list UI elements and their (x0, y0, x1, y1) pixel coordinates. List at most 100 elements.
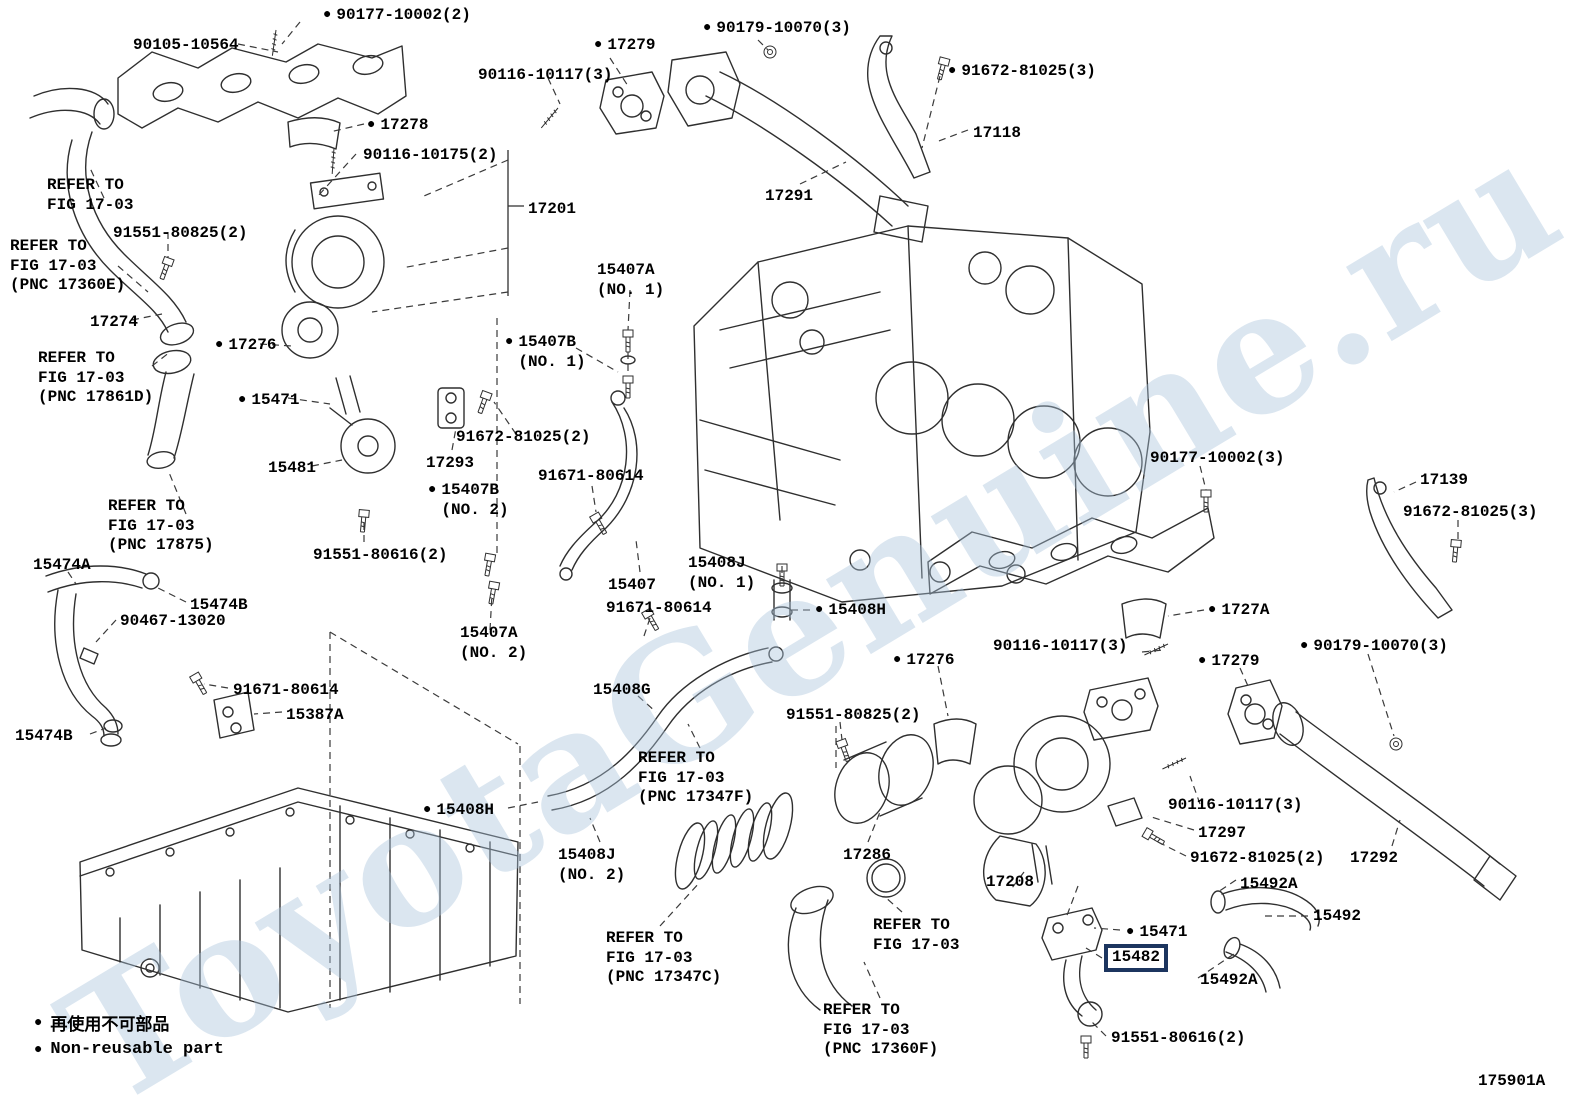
legend-text-cjk: 再使用不可部品 (50, 1017, 170, 1036)
part-label[interactable]: 90105-10564 (133, 36, 239, 56)
non-reusable-dot-icon: ● (1126, 924, 1135, 940)
part-label-text: 91672-81025(3) (1403, 503, 1538, 521)
part-label-text: 90177-10002(2) (336, 6, 471, 24)
part-label-text: 15408H (436, 801, 495, 819)
legend-text-en: Non-reusable part (50, 1040, 224, 1059)
part-label[interactable]: 91672-81025(2) (1190, 849, 1324, 869)
part-label[interactable]: 15408J(NO. 2) (558, 846, 625, 885)
part-label[interactable]: 17208 (986, 873, 1034, 893)
part-label[interactable]: 15407 (608, 576, 656, 596)
part-label[interactable]: 91551-80616(2) (313, 546, 447, 566)
part-label[interactable]: 15387A (286, 706, 344, 726)
part-label[interactable]: ●17279 (1198, 652, 1259, 672)
part-label[interactable]: 91672-81025(2) (456, 428, 590, 448)
part-label-text: 15482 (1112, 948, 1161, 966)
part-label[interactable]: 90467-13020 (120, 612, 226, 632)
part-label[interactable]: 90116-10117(3) (478, 66, 612, 86)
part-label-text: 91551-80825(2) (786, 706, 921, 724)
non-reusable-dot-icon: ● (34, 1041, 43, 1058)
part-label[interactable]: 90116-10175(2) (363, 146, 497, 166)
part-label[interactable]: ●15408H (815, 601, 886, 621)
part-label[interactable]: ●15408H (423, 801, 494, 821)
part-label[interactable]: 90116-10117(3) (1168, 796, 1302, 816)
part-label[interactable]: ●15407B(NO. 2) (428, 481, 509, 520)
part-label[interactable]: 17293 (426, 454, 474, 474)
part-label-text: 17276 (228, 336, 277, 354)
part-label[interactable]: 17291 (765, 187, 813, 207)
part-label-text: 17291 (765, 187, 814, 205)
part-label[interactable]: ●15471 (1126, 923, 1187, 943)
part-label[interactable]: ●15407B(NO. 1) (505, 333, 586, 372)
part-label[interactable]: 15408J(NO. 1) (688, 554, 755, 593)
part-label[interactable]: 17297 (1198, 824, 1246, 844)
part-label-text: 17118 (973, 124, 1022, 142)
part-label[interactable]: 15407A(NO. 1) (597, 261, 664, 300)
part-label[interactable]: 91671-80614 (233, 681, 339, 701)
non-reusable-dot-icon: ● (948, 63, 957, 79)
part-label[interactable]: 91551-80825(2) (786, 706, 920, 726)
part-label[interactable]: ●90179-10070(3) (703, 19, 851, 39)
part-label[interactable]: 17292 (1350, 849, 1398, 869)
part-label[interactable]: 15474B (190, 596, 248, 616)
part-label-text: 17276 (906, 651, 955, 669)
part-label[interactable]: 15492A (1240, 875, 1298, 895)
part-label[interactable]: ●17278 (367, 116, 428, 136)
part-label[interactable]: 91671-80614 (606, 599, 712, 619)
part-label-text: 91672-81025(3) (961, 62, 1096, 80)
part-label[interactable]: 17286 (843, 846, 891, 866)
part-label[interactable]: ●17276 (215, 336, 276, 356)
part-label[interactable]: 15492 (1313, 907, 1361, 927)
part-label[interactable]: ●15471 (238, 391, 299, 411)
part-label[interactable]: 90177-10002(3) (1150, 449, 1284, 469)
part-label-text: 1727A (1221, 601, 1270, 619)
part-label-text: 17139 (1420, 471, 1469, 489)
legend: ● 再使用不可部品 ● Non-reusable part (34, 1010, 224, 1063)
part-label-text: 17279 (1211, 652, 1260, 670)
part-label[interactable]: ●1727A (1208, 601, 1269, 621)
part-label[interactable]: 91671-80614 (538, 467, 644, 487)
part-label-text: 90116-10117(3) (478, 66, 613, 84)
part-label[interactable]: 15481 (268, 459, 316, 479)
part-label-text: 91551-80616(2) (313, 546, 448, 564)
part-label[interactable]: 17118 (973, 124, 1021, 144)
part-label[interactable]: 17201 (528, 200, 576, 220)
part-label[interactable]: 15492A (1200, 971, 1258, 991)
part-label[interactable]: 17274 (90, 313, 138, 333)
part-label[interactable]: 90116-10117(3) (993, 637, 1127, 657)
non-reusable-dot-icon: ● (423, 802, 432, 818)
part-label[interactable]: 15474B (15, 727, 73, 747)
part-label-text: 91671-80614 (606, 599, 712, 617)
part-label[interactable]: 15482 (1104, 944, 1169, 972)
part-label[interactable]: ●17276 (893, 651, 954, 671)
part-label-text: 15407B(NO. 1) (518, 333, 586, 371)
part-label[interactable]: 91551-80825(2) (113, 224, 247, 244)
part-label-text: 17297 (1198, 824, 1247, 842)
part-label[interactable]: 91551-80616(2) (1111, 1029, 1245, 1049)
part-label-text: 15408H (828, 601, 887, 619)
non-reusable-dot-icon: ● (703, 20, 712, 36)
part-label-text: 90105-10564 (133, 36, 239, 54)
part-label[interactable]: 91672-81025(3) (1403, 503, 1537, 523)
part-label-text: 17208 (986, 873, 1035, 891)
part-label[interactable]: 15474A (33, 556, 91, 576)
part-label[interactable]: ●90177-10002(2) (323, 6, 471, 26)
part-label-text: 15387A (286, 706, 344, 724)
part-label-text: 90467-13020 (120, 612, 226, 630)
part-label[interactable]: ●90179-10070(3) (1300, 637, 1448, 657)
part-label[interactable]: 17139 (1420, 471, 1468, 491)
part-label-text: 90116-10117(3) (1168, 796, 1303, 814)
part-label[interactable]: ●17279 (594, 36, 655, 56)
part-label[interactable]: ●91672-81025(3) (948, 62, 1096, 82)
part-label[interactable]: 15408G (593, 681, 651, 701)
part-label-text: 90177-10002(3) (1150, 449, 1285, 467)
part-label[interactable]: 15407A(NO. 2) (460, 624, 527, 663)
